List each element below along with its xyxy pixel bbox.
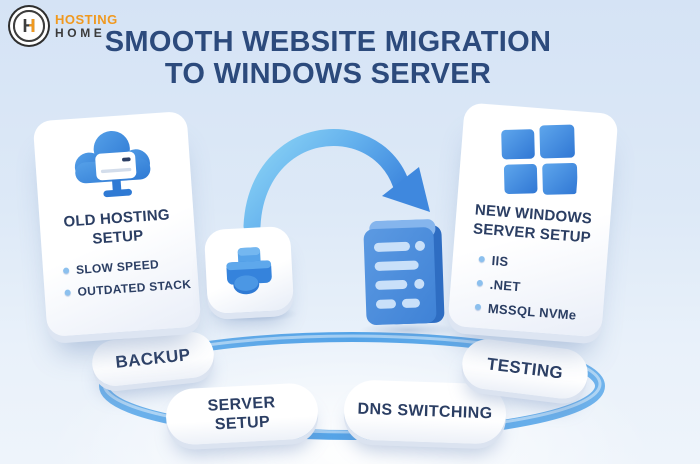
page-title: SMOOTH WEBSITE MIGRATION TO WINDOWS SERV… <box>0 26 656 90</box>
windows-logo-icon <box>501 124 578 195</box>
feature-item: SLOW SPEED <box>62 255 190 278</box>
feature-item-label: IIS <box>491 252 510 269</box>
brand-name-home: HOME <box>55 25 106 40</box>
old-card-title: OLD HOSTING SETUP <box>62 206 171 248</box>
bullet-dot-icon <box>476 279 484 287</box>
app-blocks-icon <box>226 247 272 295</box>
cloud-monitor-icon <box>74 130 151 198</box>
curved-migration-arrow-icon <box>243 129 430 235</box>
bullet-dot-icon <box>474 303 482 311</box>
monogram-dark-half: H <box>22 16 36 36</box>
brand-name-hosting: HOSTING <box>55 11 118 27</box>
old-card-item-list: SLOW SPEED OUTDATED STACK <box>43 255 192 301</box>
source-app-box <box>203 225 295 315</box>
new-windows-server-card: NEW WINDOWS SERVER SETUP IIS .NET MSSQL … <box>447 102 619 338</box>
hosting-home-badge-icon: H H <box>10 7 48 45</box>
feature-item-label: OUTDATED STACK <box>77 276 192 299</box>
bullet-dot-icon <box>64 288 71 296</box>
brand-monogram: H H <box>23 17 36 35</box>
badge-inner-circle: H H <box>13 10 45 42</box>
bullet-dot-icon <box>478 255 486 263</box>
title-line-1: SMOOTH WEBSITE MIGRATION <box>104 26 552 58</box>
server-stack-icon <box>363 219 445 325</box>
soft-shadow <box>360 322 456 338</box>
feature-item: .NET <box>476 275 579 298</box>
step-pill-server-setup: SERVER SETUP <box>164 382 320 446</box>
old-hosting-card: OLD HOSTING SETUP SLOW SPEED OUTDATED ST… <box>32 110 202 338</box>
feature-item-label: .NET <box>489 276 522 294</box>
monogram-orange-half: H <box>22 16 36 36</box>
feature-item: IIS <box>478 251 581 274</box>
new-card-title: NEW WINDOWS SERVER SETUP <box>472 201 593 247</box>
bullet-dot-icon <box>62 266 70 274</box>
brand-wordmark: HOSTING HOME <box>55 13 118 39</box>
feature-item-label: SLOW SPEED <box>75 256 160 277</box>
feature-item-label: MSSQL NVMe <box>487 300 578 323</box>
new-card-item-list: IIS .NET MSSQL NVMe <box>449 249 581 322</box>
feature-item: OUTDATED STACK <box>64 276 192 299</box>
target-server <box>355 218 451 333</box>
feature-item: MSSQL NVMe <box>474 299 577 322</box>
title-line-2: TO WINDOWS SERVER <box>164 58 492 90</box>
brand-logo: H H HOSTING HOME <box>10 7 118 45</box>
